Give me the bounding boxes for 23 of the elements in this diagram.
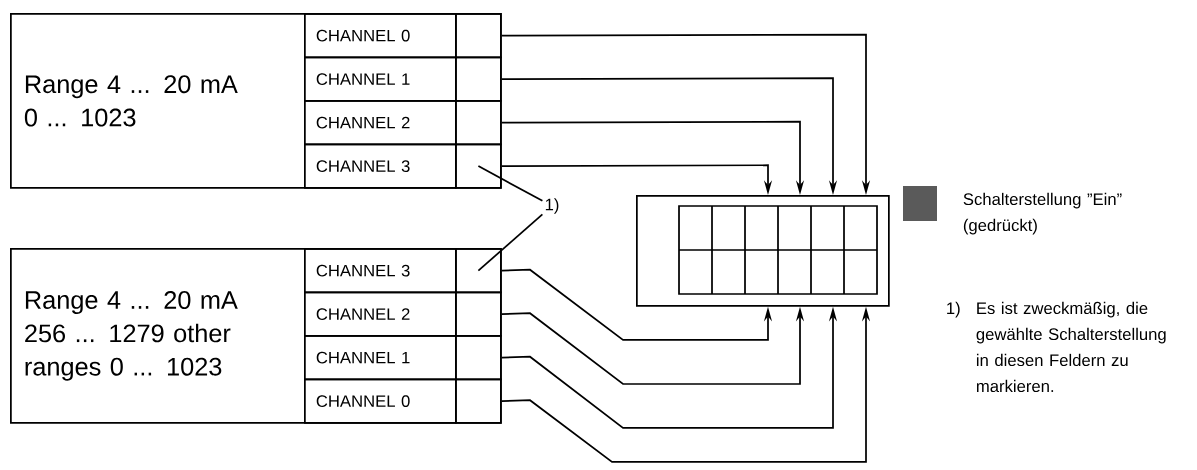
channel-cell: CHANNEL 0 xyxy=(304,13,457,59)
channel-cell: CHANNEL 2 xyxy=(304,100,457,146)
switch-field xyxy=(455,335,502,381)
callout-number: 1) xyxy=(545,198,559,214)
switch-block xyxy=(636,195,890,307)
leader-line xyxy=(477,165,544,202)
channel-cell: CHANNEL 3 xyxy=(304,248,457,294)
switch-field xyxy=(455,378,502,424)
channel-cell: CHANNEL 0 xyxy=(304,378,457,424)
legend-text: Schalterstellung ”Ein” (gedrückt) xyxy=(963,192,1122,235)
switch-field xyxy=(455,100,502,146)
footnote-text: Es ist zweckmäßig, die gewählte Schalterstellung in diesen Feldern zu markieren. xyxy=(976,301,1166,393)
footnote-number: 1) xyxy=(947,301,960,318)
switch-field xyxy=(455,13,502,59)
channel-cell: CHANNEL 3 xyxy=(304,143,457,189)
switch-field xyxy=(455,56,502,102)
channel-cell: CHANNEL 1 xyxy=(304,56,457,102)
leader-line xyxy=(477,213,544,272)
channel-cell: CHANNEL 1 xyxy=(304,335,457,381)
switch-field xyxy=(455,248,502,294)
channel-cell: CHANNEL 2 xyxy=(304,291,457,337)
switch-field xyxy=(455,143,502,189)
switch-field xyxy=(455,291,502,337)
